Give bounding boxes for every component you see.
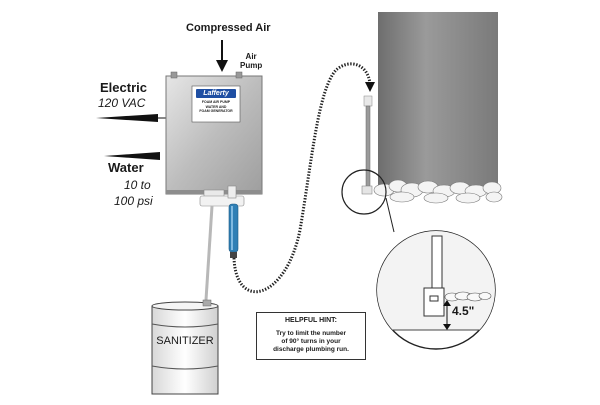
unit-panel-line1: FOAM AIR PUMP <box>201 100 231 104</box>
detail-view <box>376 230 496 350</box>
magnifier-leader <box>385 197 395 233</box>
helpful-hint-title: HELPFUL HINT: <box>285 317 337 324</box>
helpful-hint-line3: discharge plumbing run. <box>273 346 349 353</box>
sanitizer-drum <box>151 299 219 395</box>
magnifier-circle <box>341 169 387 215</box>
sanitizer-line <box>204 205 214 301</box>
brand-logo: Lafferty <box>196 89 236 98</box>
discharge-wand <box>361 95 373 195</box>
air-pump-label: Air Pump <box>240 52 262 70</box>
discharge-hose <box>232 62 372 294</box>
helpful-hint-line2: of 90° turns in your <box>281 338 341 345</box>
water-pressure-line1: 10 to <box>124 178 151 192</box>
electric-label: Electric <box>100 80 147 95</box>
water-pressure-line2: 100 psi <box>114 194 153 208</box>
unit-panel-line3: FOAM GENERATOR <box>199 109 233 113</box>
air-pump-label-line1: Air <box>245 52 257 61</box>
air-pump-label-line2: Pump <box>240 61 263 70</box>
helpful-hint-box: HELPFUL HINT: Try to limit the number of… <box>256 312 366 360</box>
foam-output <box>373 179 503 204</box>
electric-arrow <box>96 114 166 122</box>
wall <box>378 12 498 190</box>
unit-panel-text: FOAM AIR PUMP WATER AND FOAM GENERATOR <box>196 100 236 114</box>
electric-voltage: 120 VAC <box>98 96 146 110</box>
injector-tube <box>228 203 239 258</box>
helpful-hint-line1: Try to limit the number <box>275 330 347 337</box>
water-label: Water <box>108 160 144 175</box>
unit-panel-line2: WATER AND <box>205 104 227 109</box>
compressed-air-label: Compressed Air <box>186 22 271 34</box>
discharge-arrow <box>365 82 375 92</box>
height-measurement: 4.5" <box>452 304 475 318</box>
water-manifold <box>199 185 245 207</box>
water-arrow <box>104 152 160 160</box>
compressed-air-arrow <box>216 40 228 72</box>
helpful-hint-body: Try to limit the number of 90° turns in … <box>259 330 363 354</box>
sanitizer-label: SANITIZER <box>156 335 214 347</box>
